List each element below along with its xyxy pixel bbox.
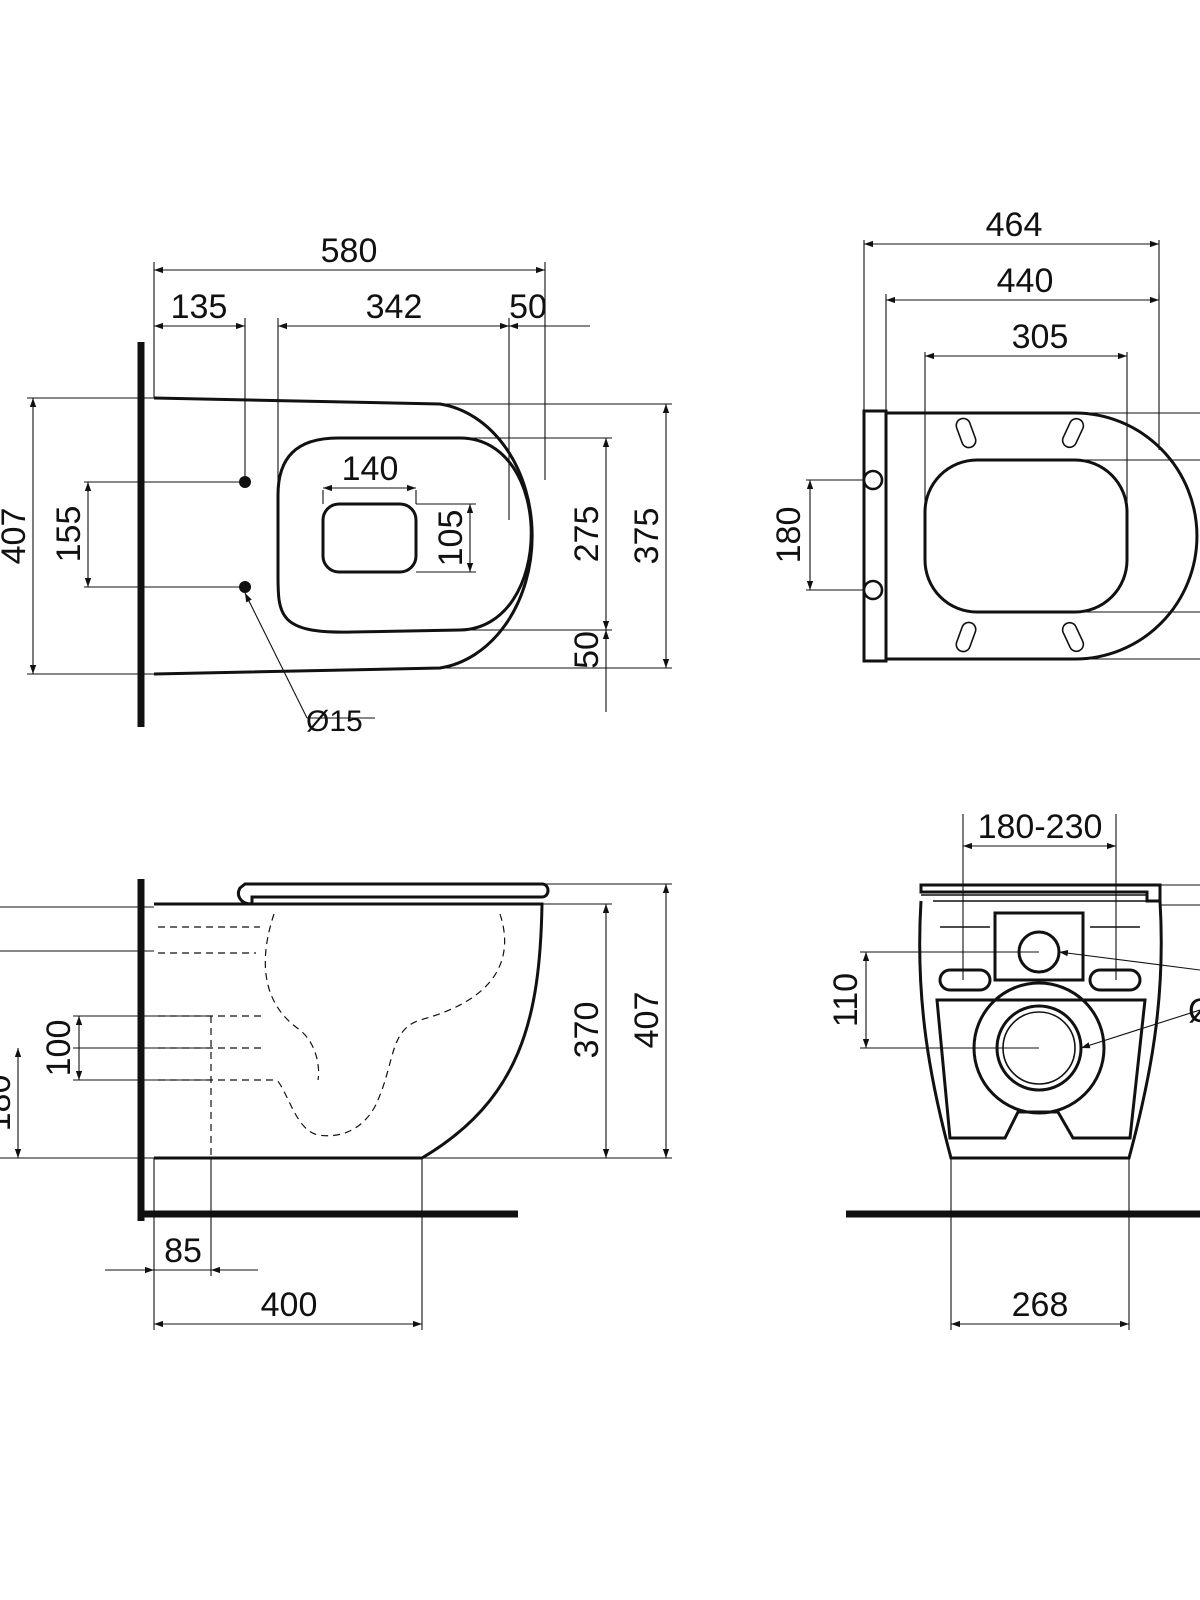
side-view: 407 370 100 180 85 400 xyxy=(0,879,672,1330)
outlet-shape xyxy=(321,502,418,574)
dim-50-top-label: 50 xyxy=(509,288,547,326)
dim-105-label: 105 xyxy=(432,510,470,567)
bumper-tl xyxy=(955,417,977,449)
seat-opening xyxy=(923,458,1129,614)
back-body-outline xyxy=(918,900,1163,1160)
dim-580-label: 580 xyxy=(321,232,378,270)
side-body-outline xyxy=(154,902,544,1160)
hinge-strip xyxy=(862,409,888,663)
dim-180-230-label: 180-230 xyxy=(978,808,1103,846)
dim-hole-label: Ø15 xyxy=(306,705,363,738)
top-view: 580 135 342 50 140 105 275 375 407 155 5… xyxy=(0,232,672,738)
dim-407-side-label: 407 xyxy=(628,992,666,1049)
dim-375-label: 375 xyxy=(628,508,666,565)
mount-slot-left xyxy=(938,968,992,992)
bumper-tr xyxy=(1061,417,1085,449)
mount-hole-bottom xyxy=(239,581,251,593)
hinge-knob-top xyxy=(862,469,884,491)
dim-partial-label: Ø xyxy=(1188,992,1200,1030)
dim-342-label: 342 xyxy=(366,288,423,326)
rim-outline xyxy=(276,436,533,634)
dim-370-label: 370 xyxy=(568,1002,606,1059)
seat-lid xyxy=(237,882,550,906)
dim-305-label: 305 xyxy=(1012,318,1069,356)
leader-hole xyxy=(244,592,308,719)
dim-180-left-label: 180 xyxy=(0,1075,18,1132)
trap-hidden-outline xyxy=(264,913,320,1081)
back-view: 180-230 110 268 Ø xyxy=(827,808,1200,1330)
dim-268-label: 268 xyxy=(1012,1286,1069,1324)
seat-outline xyxy=(884,411,1199,661)
trap-hidden-outline-2 xyxy=(274,913,506,1137)
leader-inlet xyxy=(1058,950,1200,971)
leader-outlet xyxy=(1080,1009,1200,1049)
dim-50-side-label: 50 xyxy=(568,631,606,669)
dim-275-label: 275 xyxy=(568,506,606,563)
dim-140-label: 140 xyxy=(342,450,399,488)
bumper-bl xyxy=(955,621,977,653)
dim-180-hinge-label: 180 xyxy=(770,507,808,564)
dim-135-label: 135 xyxy=(171,288,228,326)
dim-440-label: 440 xyxy=(997,262,1054,300)
back-seat-lid xyxy=(919,883,1162,903)
dim-110-label: 110 xyxy=(827,973,865,1027)
dim-407-label: 407 xyxy=(0,508,33,565)
dim-100-label: 100 xyxy=(40,1020,78,1077)
back-frame-lower xyxy=(935,998,1147,1140)
dim-155-label: 155 xyxy=(50,506,88,563)
hinge-knob-bottom xyxy=(862,579,884,601)
dim-85-label: 85 xyxy=(164,1232,202,1270)
bumper-br xyxy=(1061,621,1085,653)
back-frame xyxy=(993,911,1085,982)
seat-view: 464 440 305 180 xyxy=(770,206,1200,663)
dim-400-label: 400 xyxy=(261,1286,318,1324)
dim-464-label: 464 xyxy=(986,206,1043,244)
mount-hole-top xyxy=(239,476,251,488)
mount-slot-right xyxy=(1088,968,1142,992)
